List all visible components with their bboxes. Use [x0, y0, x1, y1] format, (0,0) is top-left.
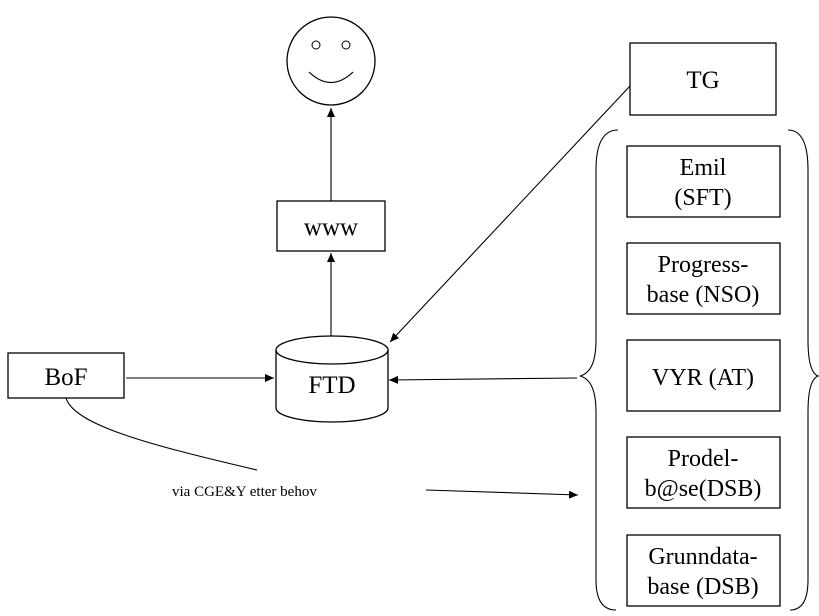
grunndata-node: Grunndata- base (DSB)	[626, 534, 781, 607]
progress-label-line2: base (NSO)	[647, 282, 760, 308]
tg-label: TG	[686, 67, 719, 94]
right-brace	[787, 129, 819, 611]
emil-label-line2: (SFT)	[674, 185, 731, 211]
smiley-face-icon	[286, 16, 376, 106]
prodel-node: Prodel- b@se(DSB)	[626, 436, 781, 509]
tg-node: TG	[629, 42, 777, 116]
arrow-tg-to-ftd	[389, 85, 631, 343]
prodel-label-line2: b@se(DSB)	[645, 476, 762, 502]
vyr-node: VYR (AT)	[626, 339, 781, 412]
emil-node: Emil (SFT)	[626, 145, 781, 218]
left-brace	[579, 129, 619, 611]
curve-bof-to-via	[65, 397, 258, 471]
www-label: www	[304, 214, 358, 241]
bof-node: BoF	[7, 352, 125, 399]
grunndata-label-line1: Grunndata-	[648, 544, 757, 570]
grunndata-label-line2: base (DSB)	[647, 574, 758, 600]
emil-label-line1: Emil	[680, 155, 727, 181]
arrow-via-to-brace	[425, 489, 579, 499]
www-node: www	[276, 200, 386, 252]
progress-node: Progress- base (NSO)	[626, 242, 781, 315]
arrow-brace-to-ftd	[388, 375, 578, 384]
prodel-label-line1: Prodel-	[668, 446, 739, 472]
ftd-label: FTD	[308, 372, 355, 399]
ftd-database: FTD	[275, 335, 389, 423]
vyr-label: VYR (AT)	[652, 365, 754, 391]
progress-label-line1: Progress-	[658, 252, 749, 278]
bof-label: BoF	[44, 364, 87, 391]
via-cgey-label: via CGE&Y etter behov	[172, 484, 317, 500]
